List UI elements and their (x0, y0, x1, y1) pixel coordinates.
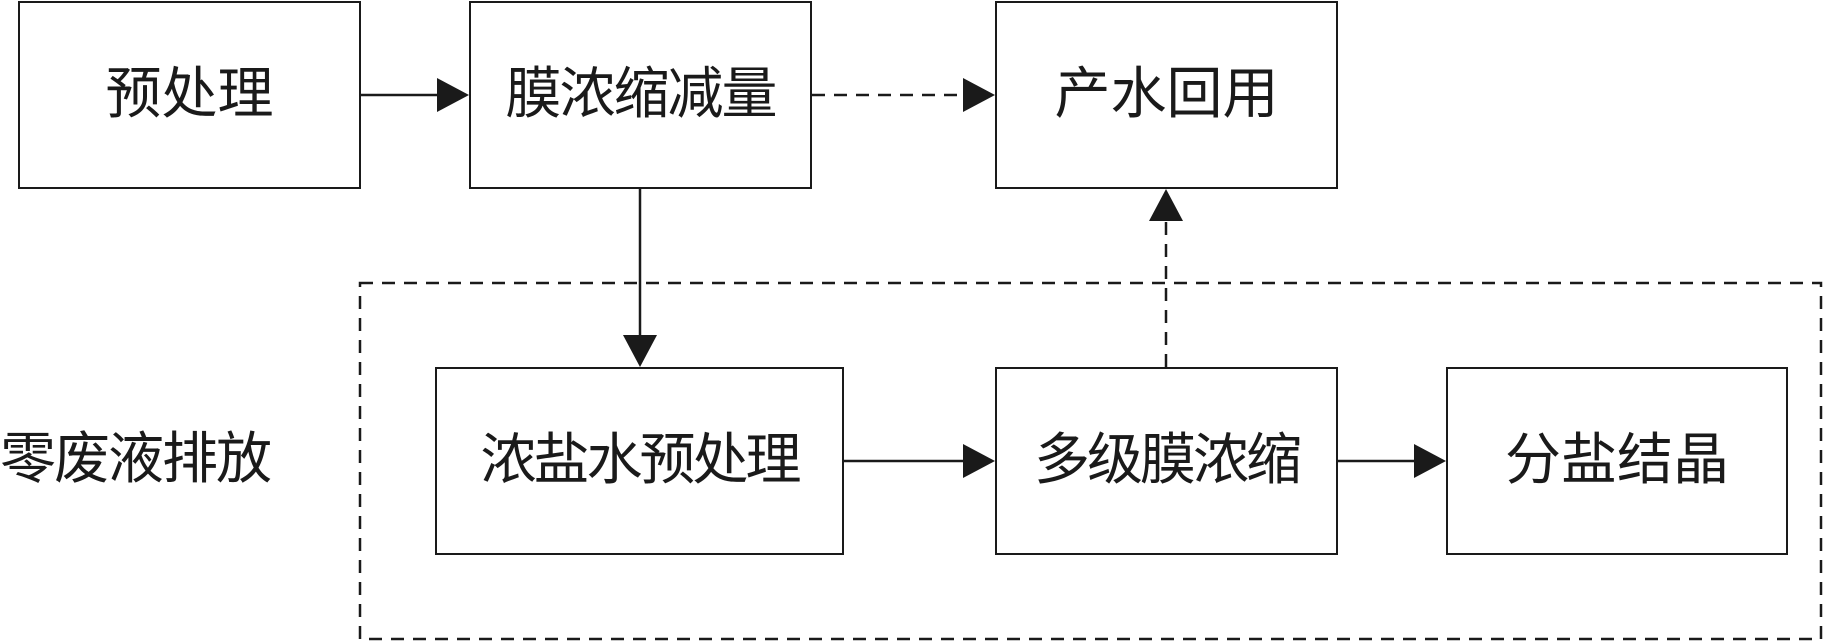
node-salt-separation-crystallization: 分盐结晶 (1446, 367, 1788, 555)
edge-multistage-to-salt-crystallization (1338, 444, 1446, 478)
node-membrane-concentration-reduction-label: 膜浓缩减量 (505, 62, 778, 127)
node-pretreatment-label: 预处理 (105, 62, 274, 127)
node-brine-pretreatment: 浓盐水预处理 (435, 367, 844, 555)
zld-boundary (358, 281, 1823, 641)
node-brine-pretreatment-label: 浓盐水预处理 (480, 428, 802, 493)
edge-brine-pretreatment-to-multistage (844, 444, 995, 478)
edge-multistage-to-reuse (1149, 189, 1183, 367)
node-multistage-membrane-concentration: 多级膜浓缩 (995, 367, 1338, 555)
node-membrane-concentration-reduction: 膜浓缩减量 (469, 1, 812, 189)
edge-pretreatment-to-membrane (361, 78, 469, 112)
zld-group-label: 零废液排放 (0, 427, 272, 492)
node-pretreatment: 预处理 (18, 1, 361, 189)
edge-membrane-to-reuse (812, 78, 995, 112)
node-multistage-membrane-concentration-label: 多级膜浓缩 (1034, 428, 1302, 493)
node-salt-separation-crystallization-label: 分盐结晶 (1505, 428, 1729, 493)
node-water-reuse: 产水回用 (995, 1, 1338, 189)
edge-membrane-to-brine-pretreatment (623, 189, 657, 367)
node-water-reuse-label: 产水回用 (1054, 62, 1279, 127)
